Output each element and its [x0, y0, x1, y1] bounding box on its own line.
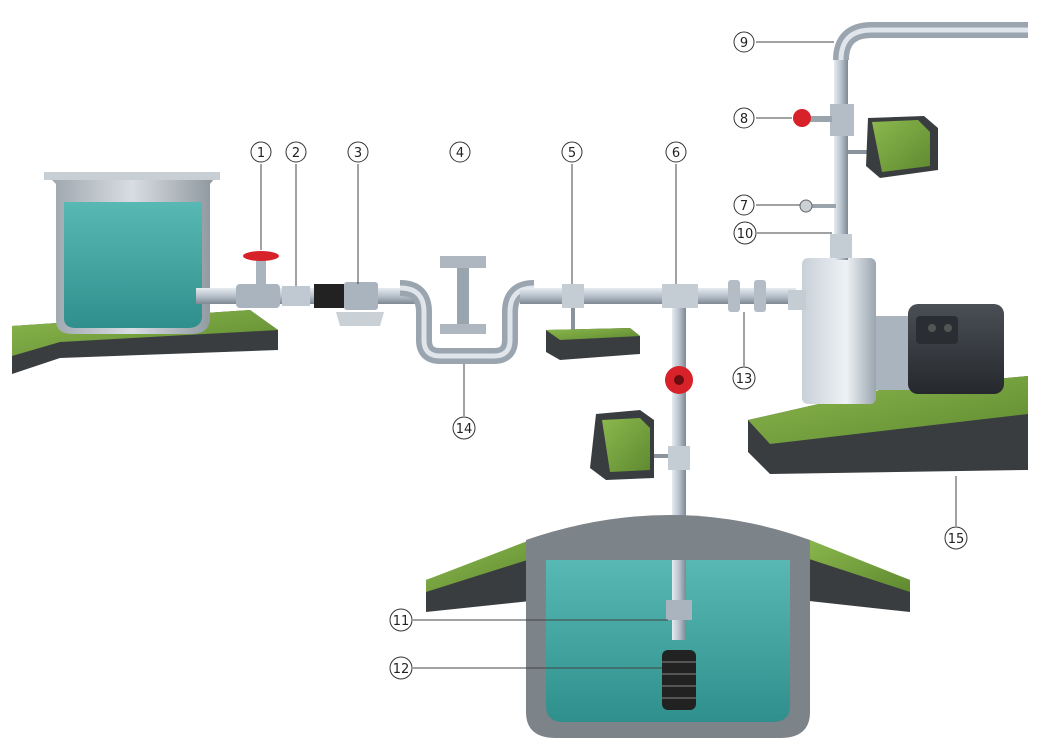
callout-8: 8: [733, 107, 792, 129]
callout-10: 10: [733, 221, 832, 245]
callout-3-label: 3: [354, 146, 362, 161]
callout-8-label: 8: [740, 112, 748, 127]
callout-9: 9: [733, 31, 834, 53]
callout-1: 1: [250, 141, 272, 250]
pump-outlet: [830, 234, 852, 258]
callout-13: 13: [732, 312, 756, 390]
callout-11-label: 11: [393, 614, 410, 629]
gate-valve: [236, 251, 280, 308]
callout-4-label: 4: [456, 146, 464, 161]
callout-5-label: 5: [568, 146, 576, 161]
callout-12: 12: [389, 656, 662, 680]
check-valve: [314, 282, 384, 326]
callout-6-label: 6: [672, 146, 680, 161]
eccentric-reducer: [282, 286, 310, 306]
callout-14: 14: [452, 364, 476, 440]
callout-15: 15: [944, 476, 968, 550]
callout-2: 2: [285, 141, 307, 286]
pipe-tee: [662, 284, 698, 308]
callout-9-label: 9: [740, 36, 748, 51]
callout-15-label: 15: [948, 532, 965, 547]
callout-10-label: 10: [737, 227, 754, 242]
callout-13-label: 13: [736, 372, 753, 387]
callout-14-label: 14: [456, 422, 473, 437]
callout-2-label: 2: [292, 146, 300, 161]
discharge-support: [848, 116, 938, 178]
flange-connection: [728, 280, 766, 312]
callouts: 1 2 3 4 5 6: [250, 31, 968, 680]
pressure-gauge: [799, 199, 836, 213]
discharge-valve: [793, 104, 854, 136]
callout-4: 4: [449, 141, 471, 163]
pipe-coupling: [546, 284, 640, 360]
callout-7-label: 7: [740, 199, 748, 214]
source-tank: [44, 172, 220, 334]
callout-6: 6: [665, 141, 687, 284]
callout-1-label: 1: [257, 146, 265, 161]
callout-12-label: 12: [393, 662, 410, 677]
callout-11: 11: [389, 608, 668, 632]
centrifugal-pump: [788, 258, 912, 404]
pipe-support-beam: [440, 256, 486, 334]
riser-support: [590, 410, 668, 480]
water-pit: [426, 515, 910, 738]
callout-3: 3: [347, 141, 369, 284]
electric-motor: [908, 304, 1004, 394]
callout-5: 5: [561, 141, 583, 284]
callout-7: 7: [733, 194, 800, 216]
